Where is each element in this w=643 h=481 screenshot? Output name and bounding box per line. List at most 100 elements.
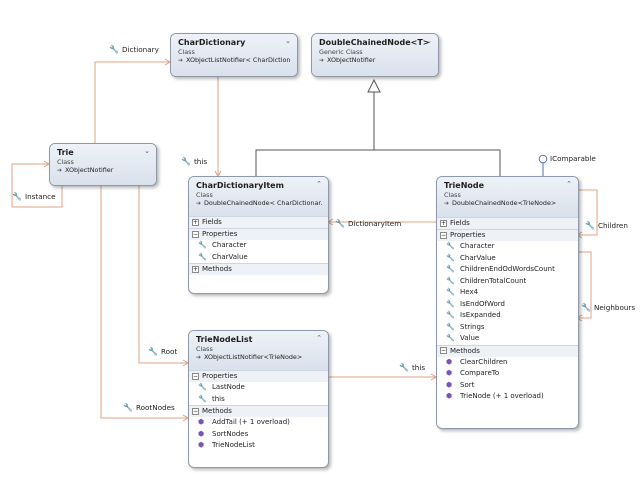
cube-icon: ⬢ (446, 369, 453, 377)
label-neighbours: 🔧Neighbours (581, 303, 636, 312)
property-item[interactable]: 🔧Character (189, 240, 328, 252)
property-item[interactable]: 🔧ChildrenTotalCount (437, 276, 578, 288)
method-item[interactable]: ⬢AddTail (+ 1 overload) (189, 417, 328, 429)
dictionary-association (94, 61, 170, 143)
class-name: TrieNodeList (196, 335, 253, 344)
wrench-icon: 🔧 (198, 394, 207, 403)
class-name: CharDictionaryItem (196, 181, 284, 190)
class-doublechainednode[interactable]: DoubleChainedNode<T> Generic Class ➔XObj… (311, 33, 439, 77)
collapse-toggle-icon[interactable]: − (192, 407, 199, 415)
method-item[interactable]: ⬢TrieNode (+ 1 overload) (437, 391, 578, 403)
class-kind: Class (196, 345, 213, 353)
property-item[interactable]: 🔧Hex4 (437, 287, 578, 299)
wrench-icon: 🔧 (446, 276, 455, 285)
property-item[interactable]: 🔧IsEndOfWord (437, 299, 578, 311)
class-name: Trie (57, 148, 74, 157)
class-kind: Class (196, 191, 213, 199)
class-chardictionaryitem[interactable]: CharDictionaryItem Class ➔DoubleChainedN… (188, 176, 329, 294)
class-trienodelist[interactable]: TrieNodeList Class ➔XObjectListNotifier<… (188, 330, 329, 468)
class-kind: Class (444, 191, 461, 199)
property-item[interactable]: 🔧CharValue (437, 253, 578, 265)
base-class: ➔XObjectNotifier (319, 56, 376, 64)
methods-section[interactable]: −Methods (437, 344, 578, 357)
method-item[interactable]: ⬢CompareTo (437, 368, 578, 380)
collapse-toggle-icon[interactable]: − (440, 347, 447, 354)
property-item[interactable]: 🔧this (189, 394, 328, 406)
class-trienode[interactable]: TrieNode Class ➔DoubleChainedNode<TrieNo… (436, 176, 579, 429)
double-chevron-up-icon[interactable]: ⌃ (566, 180, 572, 188)
cube-icon: ⬢ (446, 380, 453, 389)
class-name: TrieNode (444, 181, 485, 190)
inheritance-lines (255, 78, 501, 176)
property-item[interactable]: 🔧Value (437, 333, 578, 345)
property-item[interactable]: 🔧IsExpanded (437, 310, 578, 322)
base-class: ➔XObjectListNotifier< CharDiction... (178, 56, 291, 64)
double-chevron-down-icon[interactable]: ⌄ (285, 37, 291, 45)
label-children: 🔧Children (585, 221, 628, 230)
wrench-icon: 🔧 (181, 157, 191, 166)
wrench-icon: 🔧 (446, 299, 455, 308)
wrench-icon: 🔧 (446, 253, 455, 262)
methods-section[interactable]: −Methods (189, 405, 328, 417)
properties-section[interactable]: −Properties (189, 370, 328, 382)
methods-section[interactable]: +Methods (189, 263, 328, 275)
properties-section[interactable]: −Properties (189, 228, 328, 240)
class-kind: Class (178, 48, 195, 56)
double-chevron-down-icon[interactable]: ⌄ (426, 37, 432, 45)
class-name: DoubleChainedNode<T> (319, 38, 430, 47)
double-chevron-down-icon[interactable]: ⌄ (144, 147, 150, 155)
class-chardictionary[interactable]: CharDictionary Class ➔XObjectListNotifie… (170, 33, 298, 77)
method-item[interactable]: ⬢SortNodes (189, 429, 328, 441)
property-item[interactable]: 🔧LastNode (189, 382, 328, 394)
base-class: ➔XObjectNotifier (57, 166, 114, 174)
cube-icon: ⬢ (446, 392, 453, 400)
class-trie[interactable]: Trie Class ➔XObjectNotifier ⌄ (49, 143, 157, 186)
cube-icon: ⬢ (198, 418, 205, 426)
wrench-icon: 🔧 (198, 241, 207, 249)
label-root: 🔧Root (148, 347, 178, 356)
class-kind: Class (57, 158, 74, 166)
property-item[interactable]: 🔧CharValue (189, 252, 328, 264)
inherits-arrow-icon: ➔ (178, 57, 184, 64)
wrench-icon: 🔧 (198, 252, 207, 261)
wrench-icon: 🔧 (148, 347, 158, 356)
wrench-icon: 🔧 (446, 265, 455, 273)
property-item[interactable]: 🔧ChildrenEndOdWordsCount (437, 264, 578, 276)
label-this-top: 🔧this (181, 157, 208, 166)
property-item[interactable]: 🔧Strings (437, 322, 578, 334)
method-item[interactable]: ⬢Sort (437, 380, 578, 392)
label-instance: 🔧Instance (12, 192, 56, 201)
fields-section[interactable]: +Fields (189, 216, 328, 228)
collapse-toggle-icon[interactable]: − (192, 230, 199, 238)
inherits-arrow-icon: ➔ (319, 57, 325, 64)
children-association (577, 189, 598, 236)
method-item[interactable]: ⬢ClearChildren (437, 357, 578, 369)
collapse-toggle-icon[interactable]: − (192, 372, 199, 380)
base-class: ➔DoubleChainedNode< CharDictionar... (196, 199, 322, 207)
base-class: ➔XObjectListNotifier<TrieNode> (196, 353, 303, 361)
wrench-icon: 🔧 (399, 363, 409, 372)
wrench-icon: 🔧 (123, 403, 133, 412)
label-icomparable: IComparable (550, 154, 596, 163)
root-association (138, 184, 188, 364)
property-item[interactable]: 🔧Character (437, 241, 578, 253)
double-chevron-up-icon[interactable]: ⌃ (316, 334, 322, 342)
wrench-icon: 🔧 (446, 334, 455, 342)
wrench-icon: 🔧 (446, 322, 455, 331)
properties-section[interactable]: −Properties (437, 229, 578, 241)
expand-toggle-icon[interactable]: + (192, 218, 199, 226)
wrench-icon: 🔧 (198, 383, 207, 391)
wrench-icon: 🔧 (446, 311, 455, 319)
label-rootnodes: 🔧RootNodes (123, 403, 175, 412)
wrench-icon: 🔧 (335, 219, 345, 228)
double-chevron-up-icon[interactable]: ⌃ (316, 180, 322, 188)
expand-toggle-icon[interactable]: + (440, 219, 447, 227)
fields-section[interactable]: +Fields (437, 217, 578, 229)
collapse-toggle-icon[interactable]: − (440, 231, 447, 239)
expand-toggle-icon[interactable]: + (192, 265, 199, 273)
inherits-arrow-icon: ➔ (444, 200, 450, 207)
inherits-arrow-icon: ➔ (57, 167, 63, 174)
wrench-icon: 🔧 (12, 192, 22, 201)
method-item[interactable]: ⬢TrieNodeList (189, 440, 328, 452)
inheritance-triangle (367, 78, 381, 93)
